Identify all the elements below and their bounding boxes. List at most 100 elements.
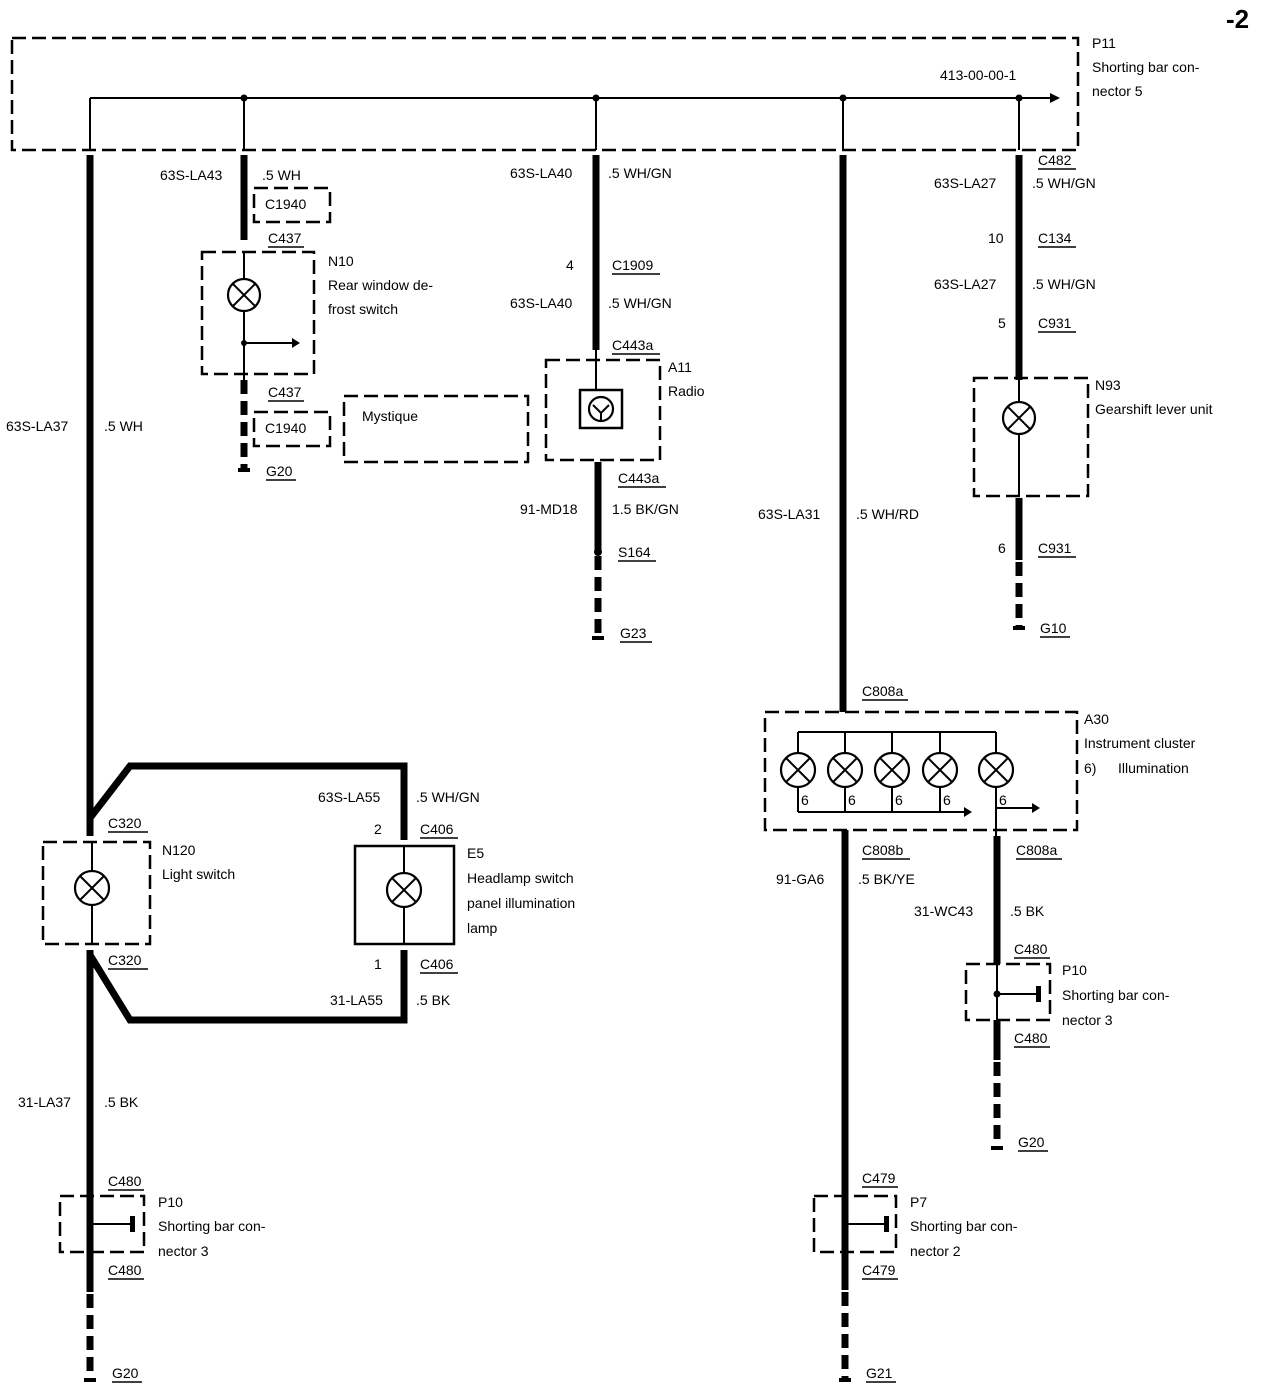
p11-desc-line1: Shorting bar con-	[1092, 59, 1200, 75]
wire-la55a-code: 63S-LA55	[318, 789, 380, 805]
page-marker: -2	[1226, 4, 1249, 34]
wire-la55b-spec: .5 BK	[416, 992, 451, 1008]
c437-bot-label: C437	[268, 384, 302, 400]
c479-bot-label: C479	[862, 1262, 896, 1278]
p10-right-junction	[993, 990, 1001, 998]
e5-lamp-cross	[391, 877, 417, 903]
c1909-label: C1909	[612, 257, 653, 273]
a30-tap-arrow	[1032, 803, 1040, 813]
wire-la27b-code: 63S-LA27	[934, 276, 996, 292]
a30-lamp-cross	[927, 757, 953, 783]
n93-box	[972, 376, 1090, 498]
c808a-right-label: C808a	[1016, 842, 1057, 858]
c320-bot-label: C320	[108, 952, 142, 968]
p7-id: P7	[910, 1194, 927, 1210]
n10-desc-line2: frost switch	[328, 301, 398, 317]
wire-la40-spec: .5 WH/GN	[608, 165, 672, 181]
wire-la37b-spec: .5 BK	[104, 1094, 139, 1110]
n10-id: N10	[328, 253, 354, 269]
g10-label: G10	[1040, 620, 1067, 636]
p10-left-junction	[86, 1220, 94, 1228]
n120-id: N120	[162, 842, 196, 858]
a30-return-arrow	[964, 807, 972, 817]
wire-la40b-spec: .5 WH/GN	[608, 295, 672, 311]
p10-right-box	[964, 962, 1052, 1022]
a11-radio-box	[544, 358, 662, 462]
wire-la55b-code: 31-LA55	[330, 992, 383, 1008]
e5-id: E5	[467, 845, 484, 861]
radio-icon-detail	[592, 404, 610, 420]
p7-box	[812, 1194, 898, 1254]
c1909-pin: 4	[566, 257, 574, 273]
c134-label: C134	[1038, 230, 1072, 246]
wire-la55-return	[87, 950, 408, 1024]
wire-la37-spec: .5 WH	[104, 418, 143, 434]
g21-label: G21	[866, 1365, 893, 1381]
n120-lamp-cross	[79, 875, 105, 901]
c808b-label: C808b	[862, 842, 903, 858]
g20-right-label: G20	[1018, 1134, 1045, 1150]
a30-pin-label: 6	[895, 792, 903, 808]
p10-right-id: P10	[1062, 962, 1087, 978]
ground-symbol-icon	[1013, 626, 1025, 630]
wire-la37b-code: 31-LA37	[18, 1094, 71, 1110]
p10-left-desc-line1: Shorting bar con-	[158, 1218, 266, 1234]
radio-icon	[587, 395, 615, 423]
g20-n10-label: G20	[266, 463, 293, 479]
p11-desc-line2: nector 5	[1092, 83, 1143, 99]
n10-desc-line1: Rear window de-	[328, 277, 433, 293]
c437-top-label: C437	[268, 230, 302, 246]
c443a-top-label: C443a	[612, 337, 653, 353]
wire-la37-code: 63S-LA37	[6, 418, 68, 434]
a30-lamp-cross	[832, 757, 858, 783]
c1940-bot-label: C1940	[265, 420, 306, 436]
n93-desc: Gearshift lever unit	[1095, 401, 1213, 417]
wire-la55-supply	[87, 762, 408, 840]
c808a-top-label: C808a	[862, 683, 903, 699]
a11-desc: Radio	[668, 383, 705, 399]
e5-desc-line3: lamp	[467, 920, 498, 936]
c406-bot-pin: 1	[374, 956, 382, 972]
p11-ref-code: 413-00-00-1	[940, 67, 1016, 83]
p11-id: P11	[1092, 35, 1116, 51]
wire-la40-code: 63S-LA40	[510, 165, 572, 181]
a30-pin-label: 6	[999, 792, 1007, 808]
a30-desc-num: 6)	[1084, 760, 1096, 776]
a30-desc-line1: Instrument cluster	[1084, 735, 1196, 751]
wire-la27b-spec: .5 WH/GN	[1032, 276, 1096, 292]
g23-label: G23	[620, 625, 647, 641]
c1940-top-box	[252, 186, 332, 224]
a30-lamp-cross	[879, 757, 905, 783]
wire-ga6-code: 91-GA6	[776, 871, 824, 887]
wire-wc43-spec: .5 BK	[1010, 903, 1045, 919]
c1940-top-label: C1940	[265, 196, 306, 212]
p11-bus-terminal	[1050, 93, 1060, 103]
e5-desc-line1: Headlamp switch	[467, 870, 574, 886]
c406-top-pin: 2	[374, 821, 382, 837]
c320-top-label: C320	[108, 815, 142, 831]
c482-label: C482	[1038, 152, 1072, 168]
wire-la27a-spec: .5 WH/GN	[1032, 175, 1096, 191]
ground-symbol-icon	[839, 1378, 851, 1382]
a30-desc-line2: Illumination	[1118, 760, 1189, 776]
n120-desc: Light switch	[162, 866, 235, 882]
n120-box	[41, 840, 152, 946]
a30-pin-label: 6	[848, 792, 856, 808]
n10-box	[200, 250, 316, 376]
a30-lamp-cross	[983, 757, 1009, 783]
p7-junction	[841, 1220, 849, 1228]
wire-la55a-spec: .5 WH/GN	[416, 789, 480, 805]
n10-junction	[241, 340, 247, 346]
c931-top-pin: 5	[998, 315, 1006, 331]
p7-desc-line1: Shorting bar con-	[910, 1218, 1018, 1234]
a30-pin-label: 6	[801, 792, 809, 808]
c480-right-top-label: C480	[1014, 941, 1048, 957]
wire-md18-code: 91-MD18	[520, 501, 578, 517]
wire-wc43-code: 31-WC43	[914, 903, 973, 919]
p11-connector-box	[10, 36, 1080, 152]
c479-top-label: C479	[862, 1170, 896, 1186]
c443a-bot-label: C443a	[618, 470, 659, 486]
a11-radio-symbol-frame	[578, 388, 624, 430]
wire-md18-spec: 1.5 BK/GN	[612, 501, 679, 517]
n10-tap-arrow	[292, 338, 300, 348]
